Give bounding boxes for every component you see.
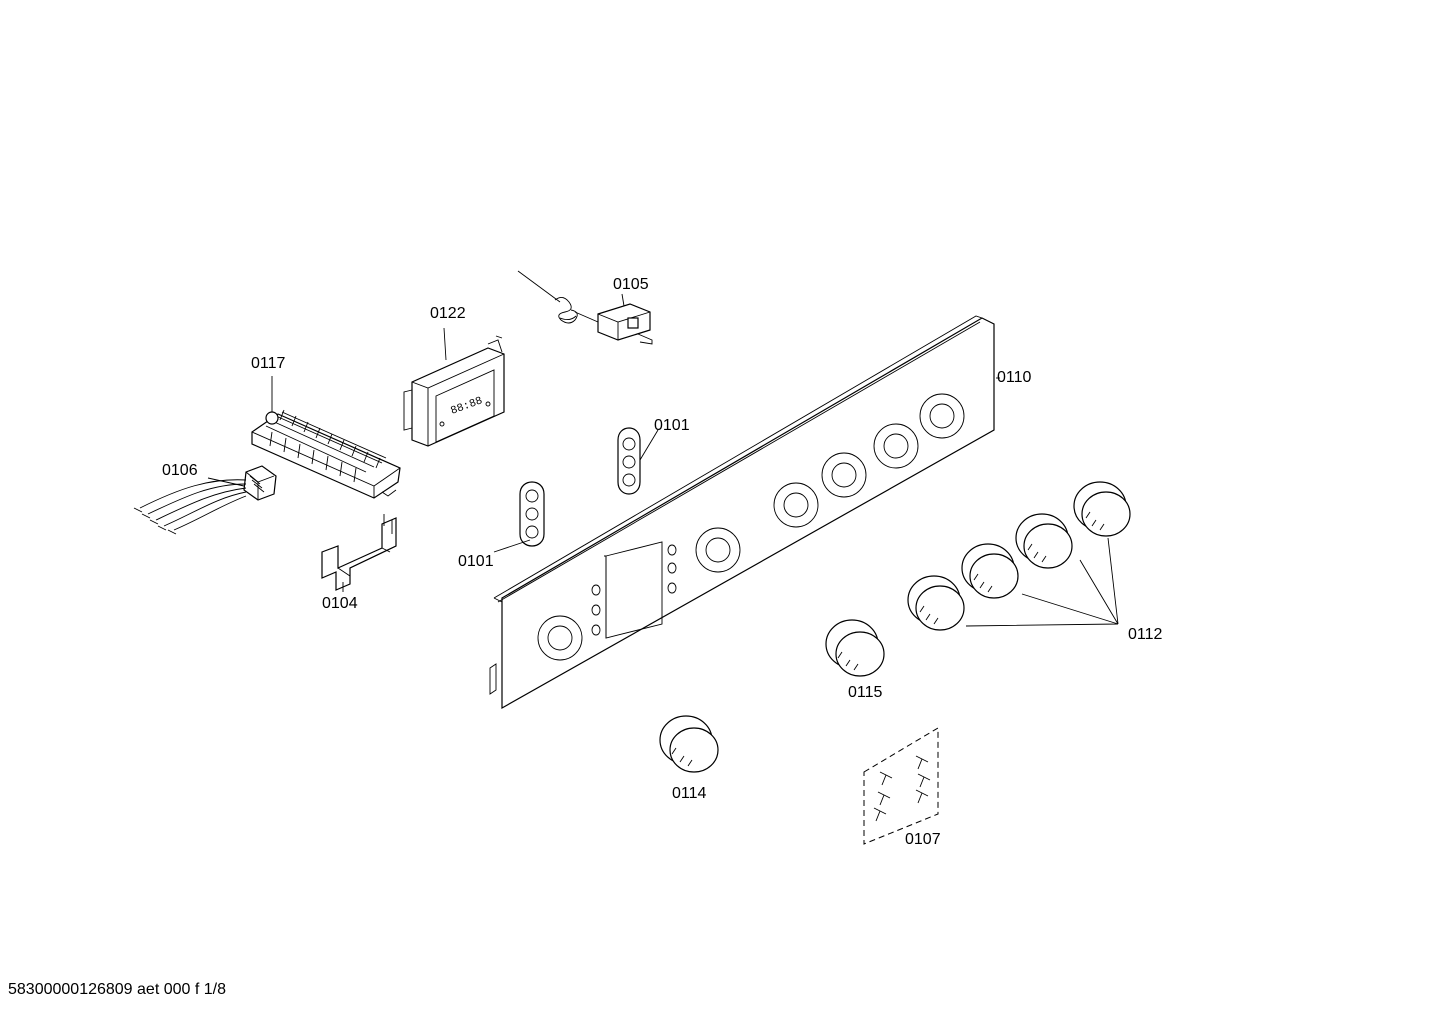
label-0101-upper: 0101 (654, 417, 690, 434)
part-0115-knob (825, 619, 885, 677)
label-0114: 0114 (672, 785, 707, 802)
label-0107: 0107 (905, 831, 941, 848)
label-0105: 0105 (613, 276, 649, 293)
part-0104-bracket (321, 514, 397, 592)
label-0110: 0110 (997, 369, 1032, 386)
label-0122: 0122 (430, 305, 466, 322)
document-footer-id: 58300000126809 aet 000 f 1/8 (8, 981, 226, 998)
label-0112: 0112 (1128, 626, 1163, 643)
part-0101-lamp-holder-lower (493, 481, 545, 553)
part-0114-knob (659, 715, 719, 773)
panel-knob-openings (537, 393, 965, 661)
part-0105-thermostat (517, 270, 653, 345)
part-0106-connector-cable (133, 465, 277, 535)
label-0117: 0117 (251, 355, 286, 372)
part-0101-lamp-holder-upper (617, 427, 659, 495)
part-0122-clock-module: 88:88 (403, 327, 505, 447)
label-0106: 0106 (162, 462, 198, 479)
label-0115: 0115 (848, 684, 883, 701)
part-0107-screw-set (863, 727, 939, 845)
part-0110-control-panel (489, 315, 1000, 710)
label-0104: 0104 (322, 595, 358, 612)
part-0117-terminal-block (251, 376, 401, 499)
label-0101-lower: 0101 (458, 553, 494, 570)
part-0112-knobs (907, 481, 1131, 631)
